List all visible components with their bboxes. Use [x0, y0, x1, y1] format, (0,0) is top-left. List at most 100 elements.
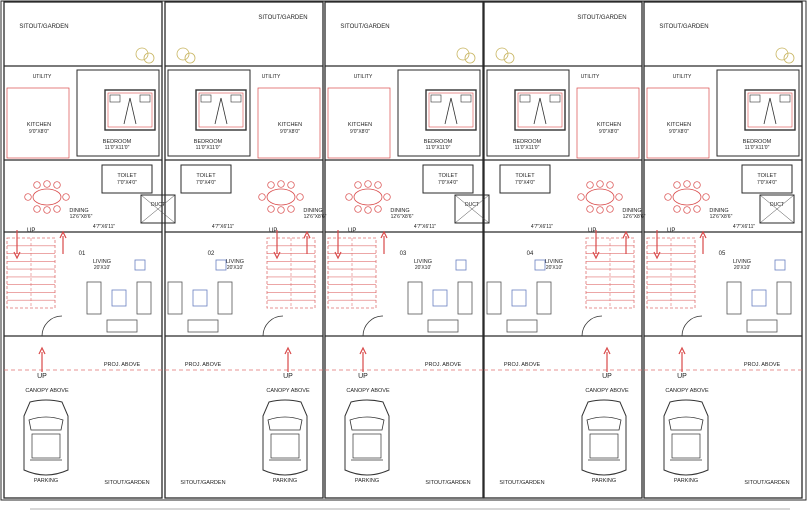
parking-label: PARKING	[34, 478, 58, 484]
kitchen-outline	[576, 87, 640, 159]
dining-table	[266, 188, 296, 206]
dining-table-icon	[24, 180, 70, 214]
car-roof	[589, 433, 619, 459]
unit-outline	[324, 1, 484, 499]
bed-mattress	[747, 92, 793, 128]
down-arrow-icon	[653, 230, 661, 260]
bed-fold	[123, 97, 131, 125]
chair-icon	[53, 205, 61, 213]
staircase-icon	[646, 237, 696, 309]
unit-outline	[643, 1, 803, 499]
dining-dim-label: 12'6"X8'6"	[623, 214, 646, 220]
toilet-dim-label: 7'0"X4'0"	[438, 180, 458, 186]
sofa-bottom	[427, 319, 459, 333]
toilet-wall	[741, 164, 793, 194]
sitout-bottom-label: SITOUT/GARDEN	[425, 480, 470, 486]
toilet-dim-label: 7'0"X4'0"	[757, 180, 777, 186]
staircase-icon	[327, 237, 377, 309]
arrow-head	[303, 230, 311, 239]
chair-icon	[673, 205, 681, 213]
up-label-stair: UP	[348, 228, 356, 234]
sofa-left	[726, 281, 742, 315]
plant-icon	[783, 52, 795, 64]
canopy-label: CANOPY ABOVE	[665, 388, 709, 394]
kitchen-label: KITCHEN	[278, 122, 302, 128]
living-label: LIVING	[545, 259, 563, 265]
chair-icon	[577, 193, 585, 201]
car-body	[344, 399, 390, 476]
dining-table	[353, 188, 383, 206]
chair-icon	[586, 205, 594, 213]
living-dim-label: 20'X10'	[546, 265, 562, 271]
bed-icon	[425, 89, 477, 131]
proj-above-label: PROJ. ABOVE	[744, 362, 781, 368]
duct-outline	[140, 194, 176, 224]
kitchen-label: KITCHEN	[27, 122, 51, 128]
parking-label: PARKING	[355, 478, 379, 484]
bed-fold	[539, 97, 547, 125]
living-furniture-icon	[407, 259, 473, 333]
kitchen-dim-label: 9'0"X8'0"	[599, 129, 619, 135]
duct-cross	[759, 194, 795, 224]
down-arrow-icon	[334, 230, 342, 260]
pillow-right	[460, 94, 472, 103]
sitout-top-label: SITOUT/GARDEN	[19, 24, 68, 30]
sofa-left	[167, 281, 183, 315]
bed-frame	[104, 89, 156, 131]
living-furniture-icon	[86, 259, 152, 333]
unit-number-label: 03	[400, 251, 407, 257]
arrow-head	[59, 230, 67, 239]
kitchen-outline	[646, 87, 710, 159]
bedroom-dim-label: 11'0"X11'0"	[426, 145, 451, 151]
up-label-stair: UP	[269, 228, 277, 234]
car-body	[663, 399, 709, 476]
chair-icon	[354, 205, 362, 213]
up-arrow-icon	[59, 230, 67, 254]
bed-frame	[195, 89, 247, 131]
unit-04: SITOUT/GARDENUTILITYKITCHEN9'0"X8'0"BEDR…	[483, 1, 646, 499]
sofa-bottom	[506, 319, 538, 333]
chair-icon	[277, 180, 285, 188]
chair-icon	[374, 181, 382, 189]
bedroom-label: BEDROOM	[513, 139, 542, 145]
up-label-entry: UP	[37, 373, 47, 380]
kitchen-dim-label: 9'0"X8'0"	[350, 129, 370, 135]
up-label-entry: UP	[283, 373, 293, 380]
chair-icon	[683, 206, 691, 214]
bedroom-dim-label: 11'0"X11'0"	[745, 145, 770, 151]
bed-mattress	[428, 92, 474, 128]
canopy-label: CANOPY ABOVE	[266, 388, 310, 394]
unit-outline	[3, 1, 163, 499]
chair-icon	[296, 193, 304, 201]
bed-icon	[514, 89, 566, 131]
coffee-table	[111, 289, 127, 307]
up-arrow-icon	[678, 346, 686, 372]
plant-icon	[495, 47, 509, 61]
bedroom-label: BEDROOM	[194, 139, 223, 145]
canopy-label: CANOPY ABOVE	[25, 388, 69, 394]
living-label: LIVING	[733, 259, 751, 265]
kitchen-dim-label: 9'0"X8'0"	[280, 129, 300, 135]
sofa-right	[776, 281, 792, 315]
up-arrow-icon	[38, 346, 46, 372]
duct-label: DUCT	[465, 202, 479, 208]
chair-icon	[702, 193, 710, 201]
bed-fold	[763, 97, 771, 125]
bed-fold	[129, 97, 137, 125]
dining-table	[32, 188, 62, 206]
living-label: LIVING	[226, 259, 244, 265]
bedroom-dim-label: 11'0"X11'0"	[196, 145, 221, 151]
toilet-dim-label: 7'0"X4'0"	[515, 180, 535, 186]
chair-icon	[364, 180, 372, 188]
chair-icon	[33, 181, 41, 189]
unit-outline	[164, 1, 324, 499]
plant-icon	[184, 52, 196, 64]
staircase-icon	[585, 237, 635, 309]
pillow-right	[779, 94, 791, 103]
plant-icon	[775, 47, 789, 61]
dining-label: DINING	[709, 208, 728, 214]
plant-icon	[503, 52, 515, 64]
chair-icon	[43, 206, 51, 214]
